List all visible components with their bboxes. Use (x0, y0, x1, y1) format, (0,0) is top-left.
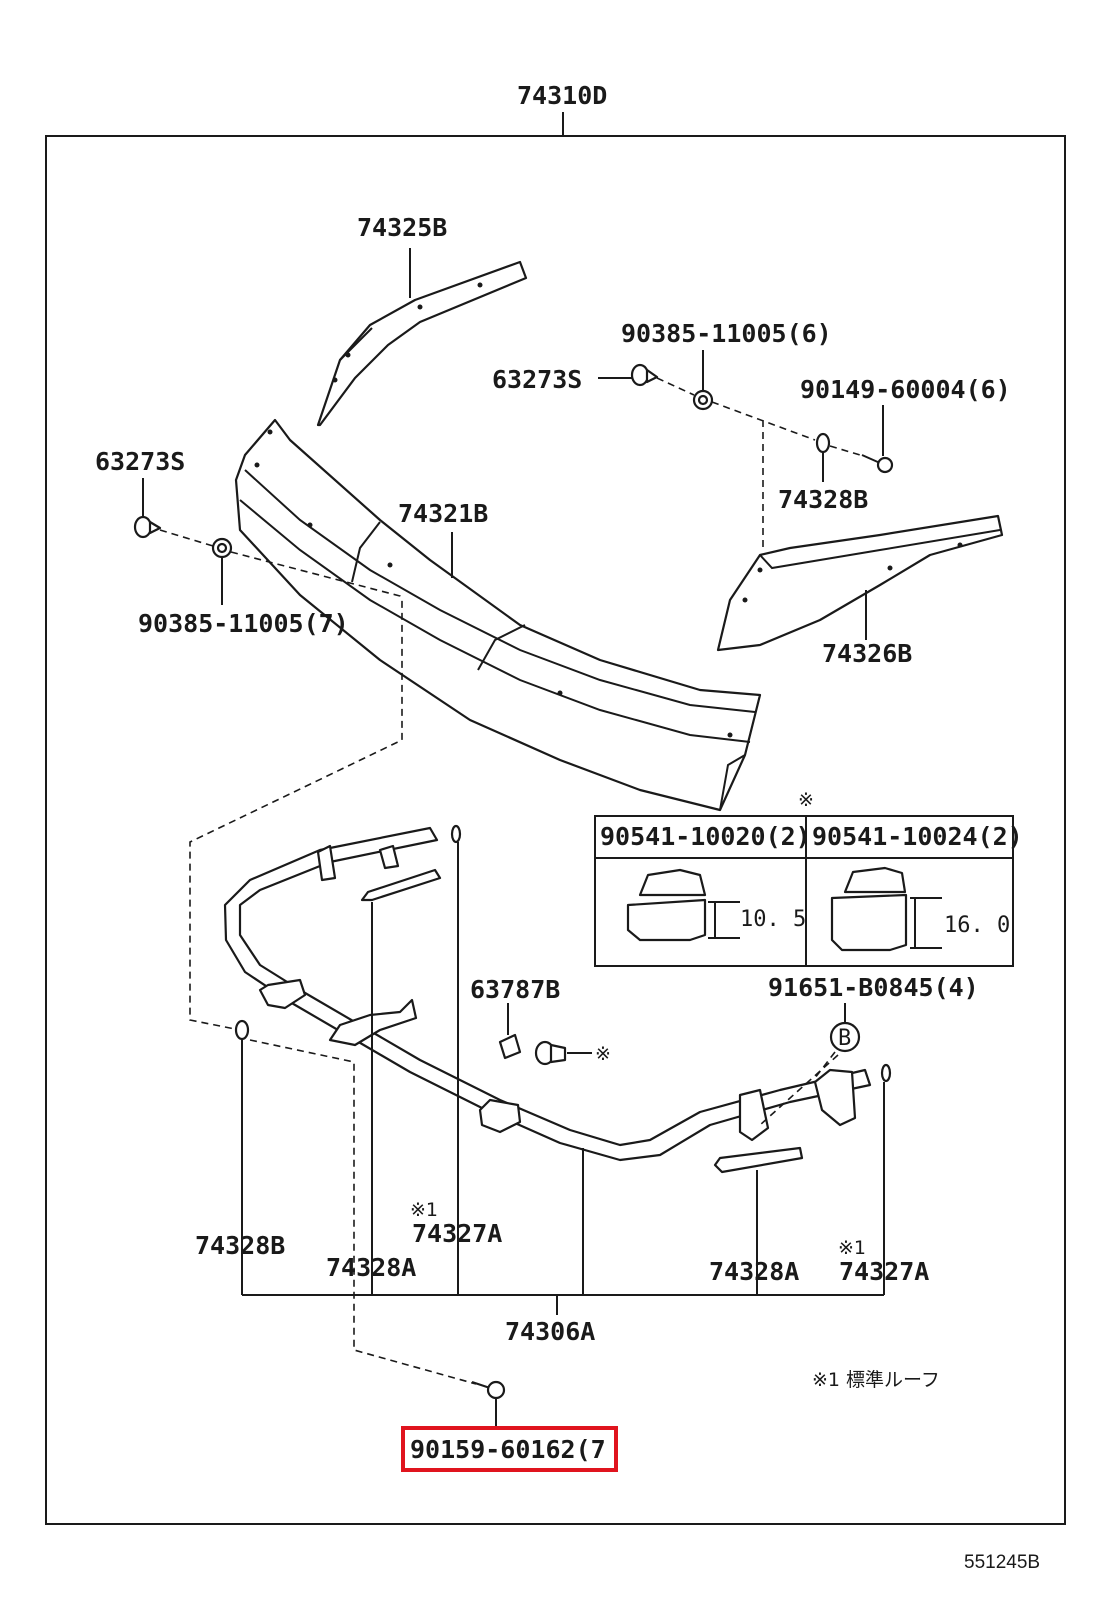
label-right-washer: 74328B (778, 485, 868, 514)
seal-right-icon (880, 1063, 892, 1083)
label-left-nut: 90385-11005(7) (138, 609, 349, 638)
label-right-pad: 74328A (709, 1257, 799, 1286)
grommet-icons (498, 1033, 592, 1066)
left-clip-icon (133, 515, 162, 539)
label-left-clip: 63273S (95, 447, 185, 476)
bolt-b-marker-icon (829, 1021, 861, 1053)
diagram-border (45, 135, 1066, 1525)
label-right-seal: 74327A (839, 1257, 929, 1286)
upper-left-panel (316, 260, 528, 427)
label-right-bolt: 90149-60004(6) (800, 375, 1011, 404)
right-panel (716, 514, 1004, 652)
label-assembly: 74310D (517, 81, 607, 110)
right-nut-icon (692, 389, 714, 411)
label-cushion-1-height: 10. 5 (740, 907, 806, 932)
label-bolt-b-marker: B (838, 1026, 851, 1051)
label-right-nut: 90385-11005(6) (621, 319, 832, 348)
right-clip-icon (630, 363, 659, 387)
label-mid-seal: 74327A (412, 1219, 502, 1248)
label-mid-seal-mark: ※1 (410, 1199, 438, 1221)
dashed-left-fastener-path (159, 529, 403, 1031)
dashed-bottom-bolt-path (249, 1039, 477, 1385)
label-upper-left-panel: 74325B (357, 213, 447, 242)
cushion-2-icon (830, 866, 942, 952)
cushion-1-icon (626, 868, 740, 942)
right-bolt-icon (861, 454, 894, 474)
label-left-pad: 74328A (326, 1253, 416, 1282)
label-right-clip: 63273S (492, 365, 582, 394)
label-bolt-b: 91651-B0845(4) (768, 973, 979, 1002)
label-cushion-2-height: 16. 0 (944, 913, 1010, 938)
label-cushion-1: 90541-10020(2) (600, 822, 811, 851)
label-center-panel: 74321B (398, 499, 488, 528)
cushion-table (594, 815, 1014, 967)
dashed-right-fastener-path (656, 377, 861, 548)
seal-left-icon (450, 824, 462, 844)
label-frame: 74306A (505, 1317, 595, 1346)
label-bottom-bolt: 90159-60162(7 (410, 1435, 606, 1464)
dashed-bolt-b-path (759, 1051, 839, 1126)
highlight-box (401, 1426, 618, 1472)
label-insert-mark: ※ (798, 789, 814, 811)
washer-left-icon (234, 1019, 250, 1041)
label-right-seal-mark: ※1 (838, 1237, 866, 1259)
label-grommet-mark: ※ (595, 1043, 611, 1065)
right-washer-icon (815, 432, 831, 454)
label-cushion-2: 90541-10024(2) (812, 822, 1023, 851)
label-footnote: ※1 標準ルーフ (812, 1369, 940, 1391)
left-nut-icon (211, 537, 233, 559)
diagram-reference: 551245B (964, 1552, 1040, 1573)
label-right-panel: 74326B (822, 639, 912, 668)
bottom-bolt-icon (471, 1380, 506, 1400)
label-left-washer: 74328B (195, 1231, 285, 1260)
center-panel (234, 418, 762, 812)
label-grommet: 63787B (470, 975, 560, 1004)
